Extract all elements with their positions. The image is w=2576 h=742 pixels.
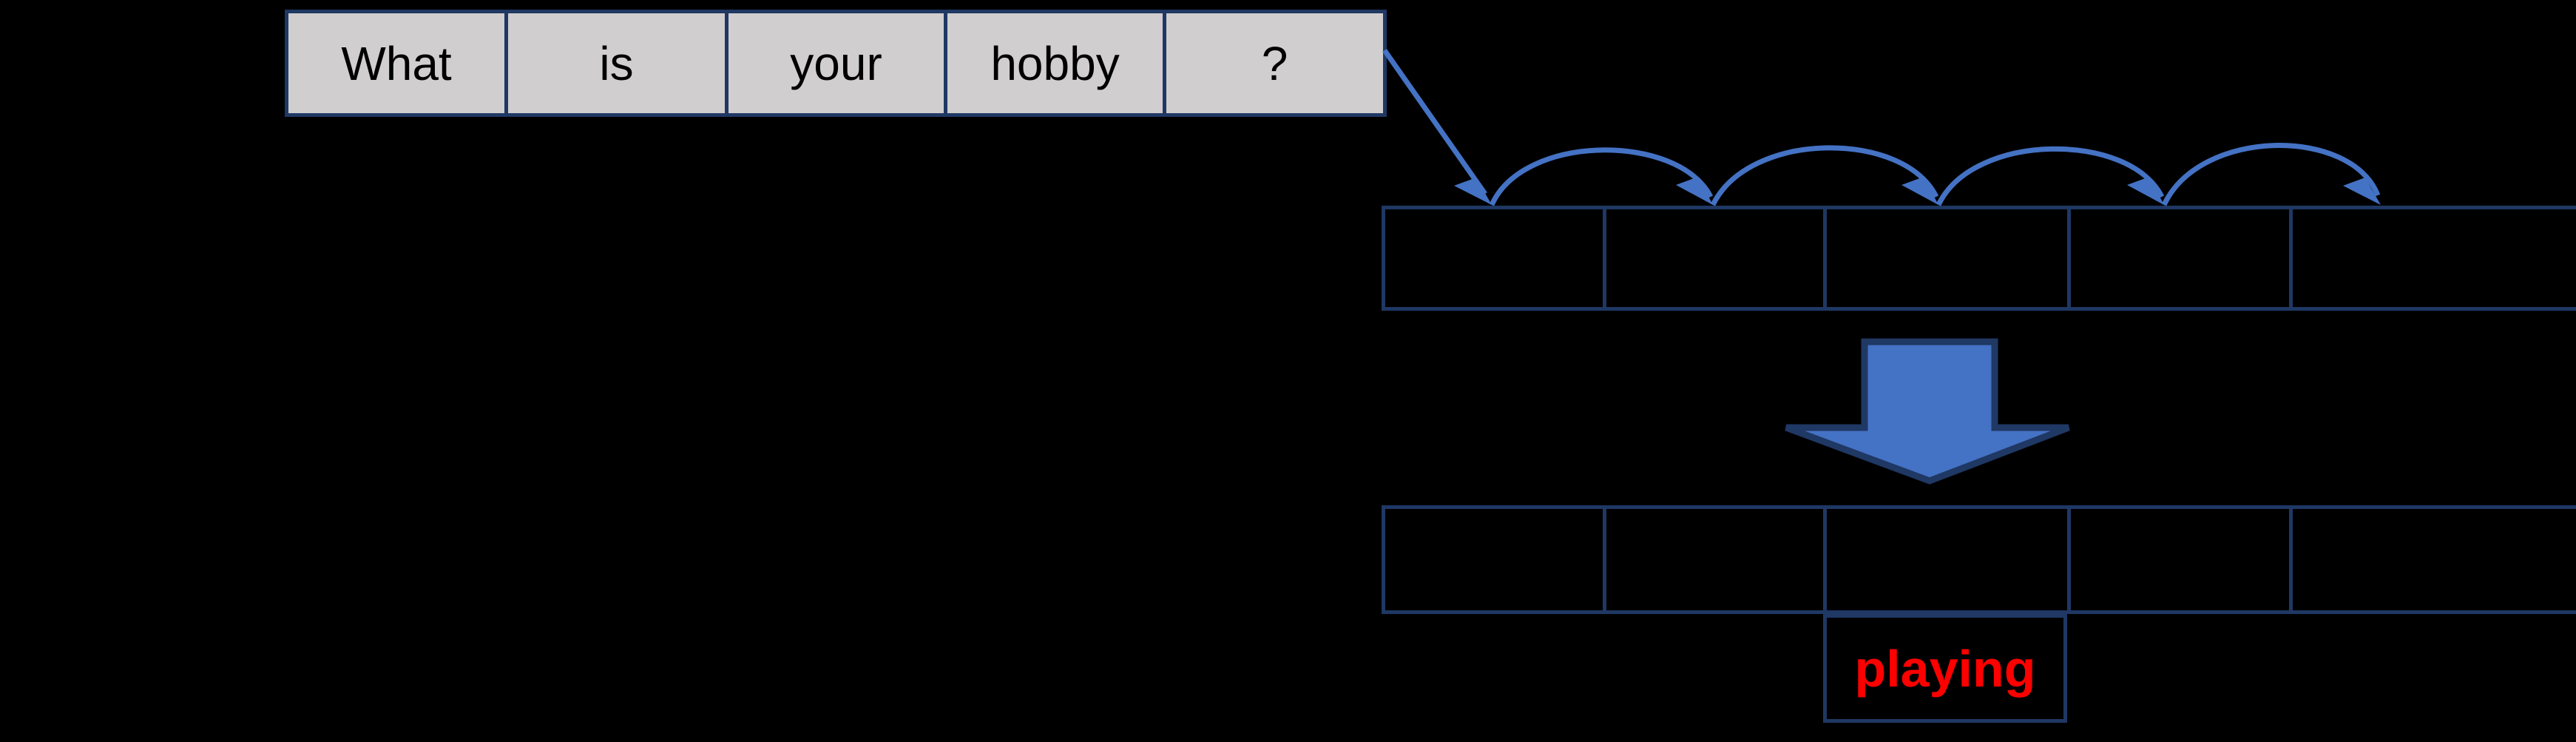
input-token-cell[interactable]: ? [1163, 10, 1387, 117]
encoder-state-cell[interactable] [1823, 206, 2071, 311]
input-token-row: What is your hobby ? [285, 10, 1387, 117]
decoder-state-cell[interactable] [2289, 505, 2576, 614]
input-token-label: What [341, 36, 452, 90]
decoder-state-cell[interactable] [1382, 505, 1606, 614]
input-token-cell[interactable]: What [285, 10, 508, 117]
source-to-encoder-arrow [1382, 48, 1492, 205]
encoder-to-decoder-arrow [1785, 338, 2070, 485]
encoder-state-cell[interactable] [1603, 206, 1827, 311]
input-token-label: hobby [990, 36, 1120, 90]
input-token-cell[interactable]: is [504, 10, 728, 117]
decoder-state-cell[interactable] [1823, 505, 2071, 614]
decoder-state-row [1382, 505, 2576, 614]
input-token-label: ? [1261, 36, 1288, 90]
decoder-state-cell[interactable] [1603, 505, 1827, 614]
decoder-state-cell[interactable] [2067, 505, 2293, 614]
output-token-row: playing [1823, 614, 2067, 723]
input-token-cell[interactable]: hobby [944, 10, 1166, 117]
encoder-state-cell[interactable] [2067, 206, 2293, 311]
output-token-cell[interactable]: playing [1823, 614, 2067, 723]
encoder-hop-arcs [1489, 143, 2381, 206]
input-token-label: your [790, 36, 882, 90]
encoder-state-cell[interactable] [1382, 206, 1606, 311]
input-token-label: is [599, 36, 634, 90]
input-token-cell[interactable]: your [725, 10, 947, 117]
encoder-state-row [1382, 206, 2576, 311]
output-token-label: playing [1854, 639, 2036, 698]
encoder-state-cell[interactable] [2289, 206, 2576, 311]
